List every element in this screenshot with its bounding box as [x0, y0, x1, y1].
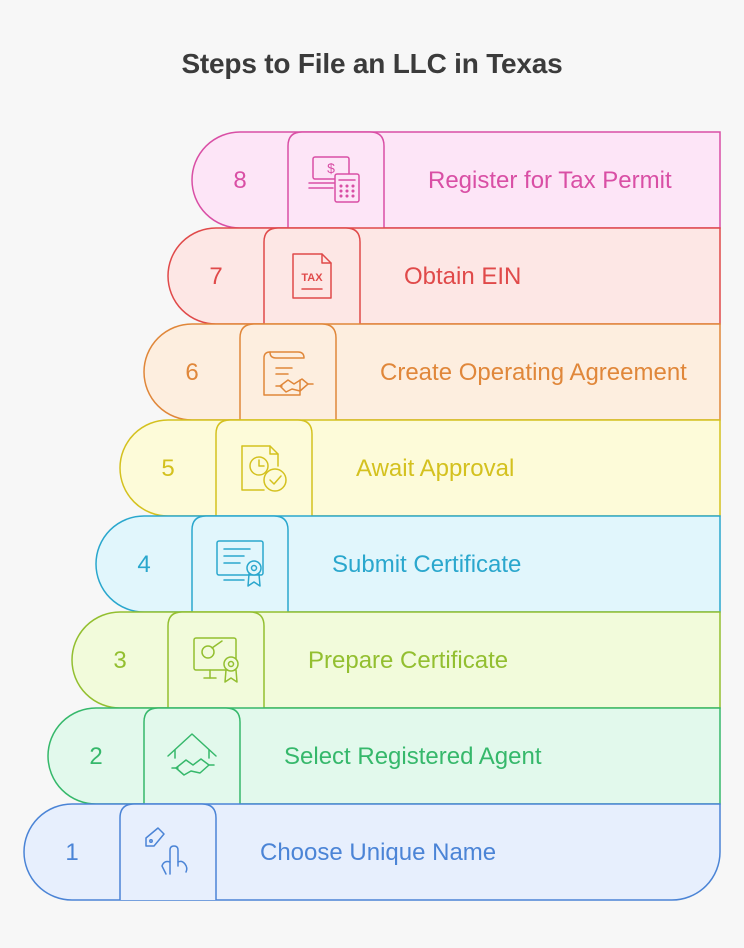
step-6-label: Create Operating Agreement — [380, 359, 687, 386]
step-4-label: Submit Certificate — [332, 551, 521, 578]
step-8: 8 $ Register for Tax Permit — [191, 131, 721, 229]
step-1-icon-tab — [119, 803, 217, 900]
step-5-icon-tab — [215, 419, 313, 516]
step-5: 5 Await Approval — [119, 419, 721, 517]
step-6: 6 Create Operating Agreement — [143, 323, 721, 421]
contract-handshake-icon — [263, 351, 314, 396]
step-4: 4 Submit Certificate — [95, 515, 721, 613]
step-3-label: Prepare Certificate — [308, 647, 508, 674]
step-6-number: 6 — [185, 359, 198, 386]
step-2: 2 Select Registered Agent — [47, 707, 721, 805]
certificate-submit-icon — [216, 540, 264, 587]
tax-document-icon: TAX — [292, 253, 332, 299]
step-2-icon-tab — [143, 707, 241, 804]
step-2-label: Select Registered Agent — [284, 743, 542, 770]
step-4-number: 4 — [137, 551, 150, 578]
certificate-prepare-icon — [193, 637, 239, 683]
step-1: 1 Choose Unique Name — [23, 803, 721, 901]
document-clock-check-icon — [241, 445, 287, 492]
step-7-number: 7 — [209, 263, 222, 290]
step-6-icon-tab — [239, 323, 337, 420]
svg-text:$: $ — [327, 160, 335, 176]
step-5-label: Await Approval — [356, 455, 514, 482]
step-5-number: 5 — [161, 455, 174, 482]
step-3-icon-tab — [167, 611, 265, 708]
step-3-number: 3 — [113, 647, 126, 674]
step-2-number: 2 — [89, 743, 102, 770]
step-1-label: Choose Unique Name — [260, 839, 496, 866]
step-8-label: Register for Tax Permit — [428, 167, 672, 194]
step-3: 3 Prepare Certificate — [71, 611, 721, 709]
step-7-icon-tab — [263, 227, 361, 324]
step-1-number: 1 — [65, 839, 78, 866]
tag-hand-icon — [145, 827, 188, 875]
money-calculator-icon: $ — [308, 156, 360, 203]
house-handshake-icon — [167, 733, 217, 776]
step-7: 7 TAX Obtain EIN — [167, 227, 721, 325]
step-4-icon-tab — [191, 515, 289, 612]
step-7-label: Obtain EIN — [404, 263, 521, 290]
svg-text:TAX: TAX — [301, 272, 323, 284]
page-title: Steps to File an LLC in Texas — [181, 48, 563, 79]
step-8-number: 8 — [233, 167, 246, 194]
